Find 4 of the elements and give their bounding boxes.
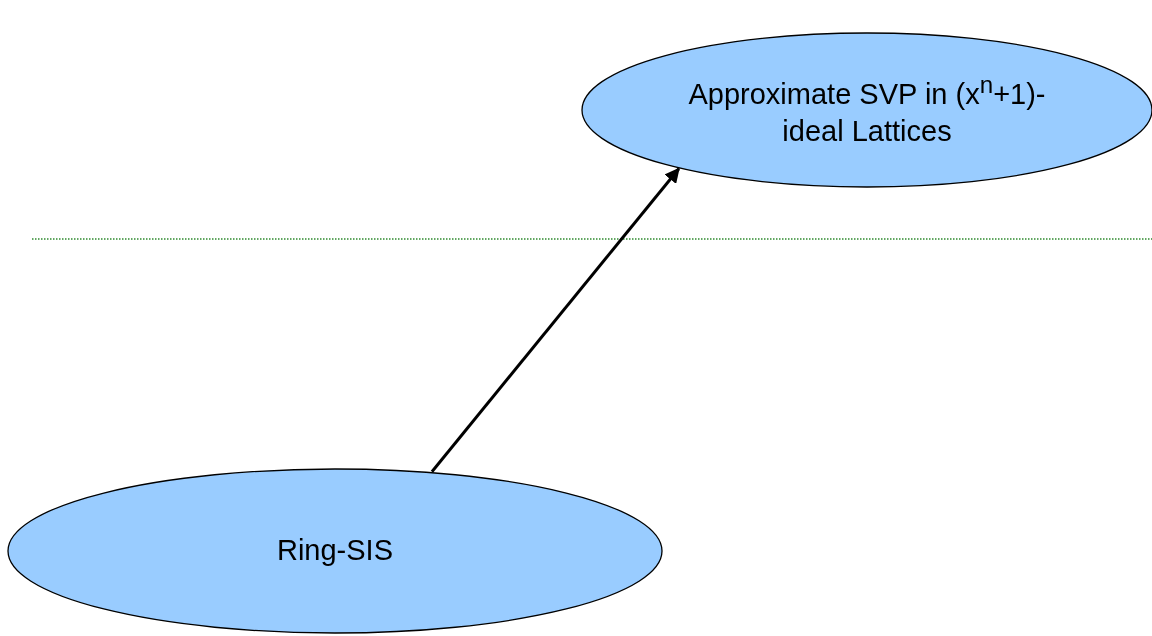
node-label: Approximate SVP in (x$^{n}$+1)-ideal Lattices: [687, 70, 1047, 150]
arrow: [430, 167, 680, 473]
node-label: Ring-SIS: [276, 533, 393, 569]
ellipse-node: [7, 468, 663, 634]
